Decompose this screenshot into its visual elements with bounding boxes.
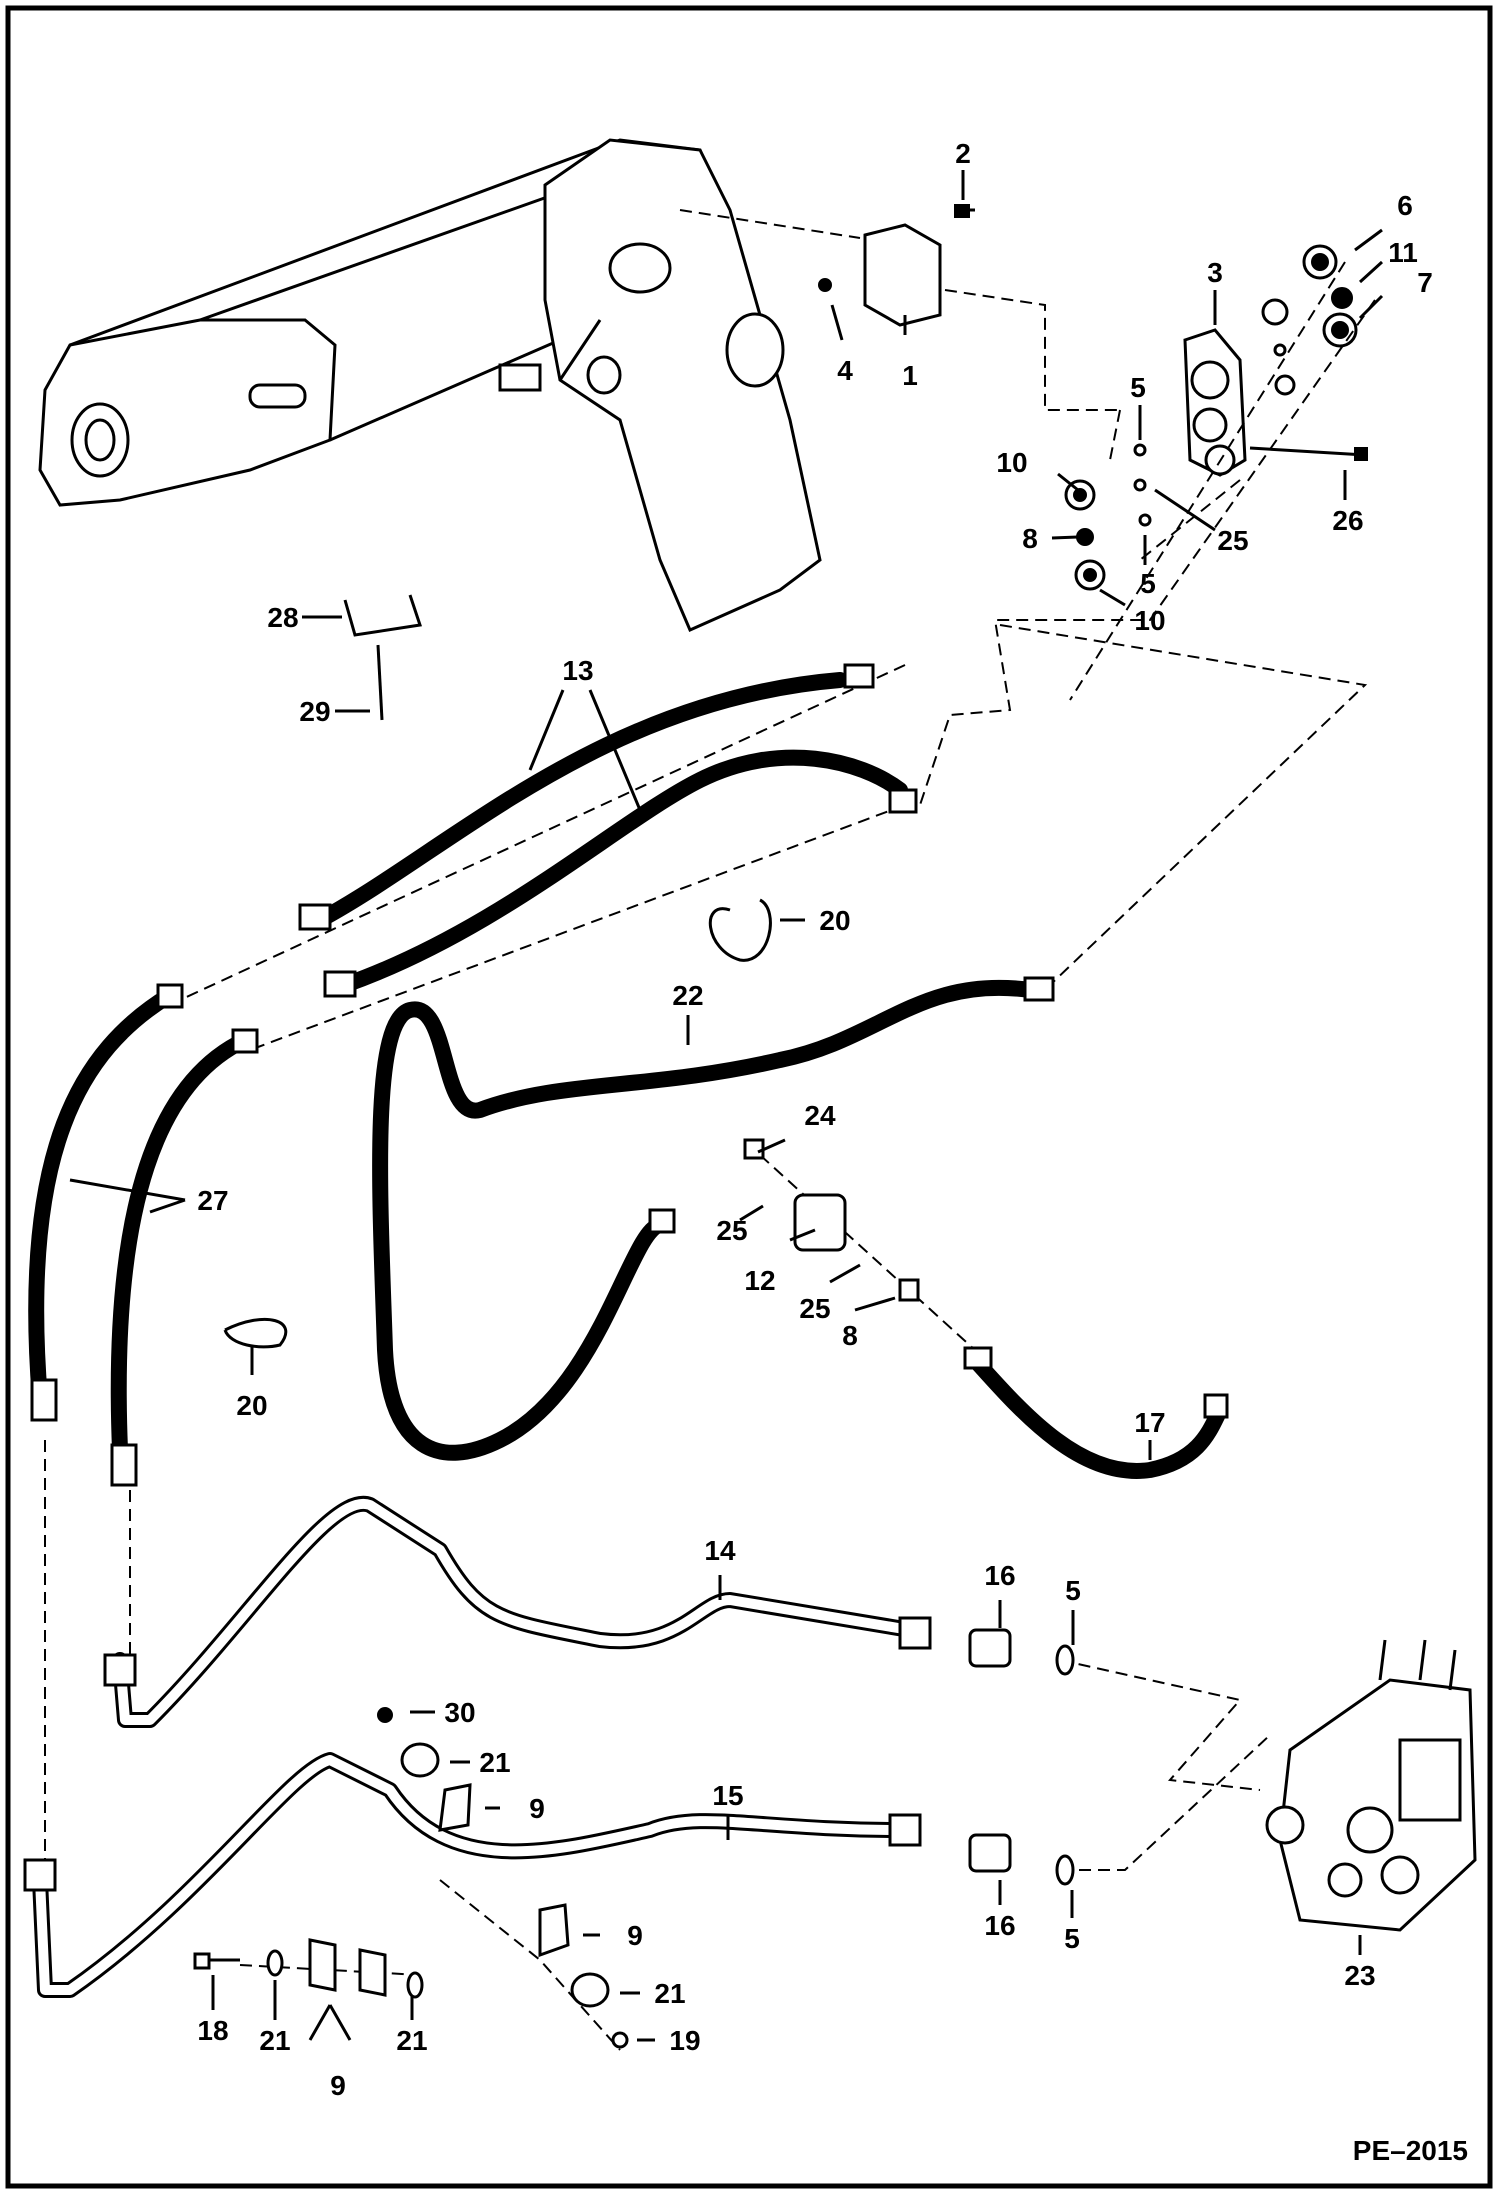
clamps xyxy=(223,594,772,1349)
callout-5-c: 5 xyxy=(1065,1575,1081,1606)
callout-22: 22 xyxy=(672,980,703,1011)
control-valve xyxy=(1265,1639,1477,1932)
callout-27: 27 xyxy=(197,1185,228,1216)
callout-4: 4 xyxy=(837,355,853,386)
callout-8: 8 xyxy=(1022,523,1038,554)
inline-filter-group xyxy=(743,1138,1229,1479)
callout-16: 16 xyxy=(984,1560,1015,1591)
callout-20-b: 20 xyxy=(236,1390,267,1421)
callout-13: 13 xyxy=(562,655,593,686)
callout-3: 3 xyxy=(1207,257,1223,288)
callout-21: 21 xyxy=(479,1747,510,1778)
callout-21-b: 21 xyxy=(654,1978,685,2009)
callout-25-b: 25 xyxy=(716,1215,747,1246)
tube-14 xyxy=(103,1495,1075,1728)
callout-7: 7 xyxy=(1417,267,1433,298)
callout-21-d: 21 xyxy=(396,2025,427,2056)
callout-20: 20 xyxy=(819,905,850,936)
callout-5-d: 5 xyxy=(1064,1923,1080,1954)
callout-19: 19 xyxy=(669,2025,700,2056)
callout-28: 28 xyxy=(267,602,298,633)
callout-25: 25 xyxy=(1217,525,1248,556)
callout-9-c: 9 xyxy=(330,2070,346,2101)
figure-id: PE–2015 xyxy=(1353,2135,1468,2166)
callout-21-c: 21 xyxy=(259,2025,290,2056)
callout-6: 6 xyxy=(1397,190,1413,221)
hose-27-pair xyxy=(28,983,259,1487)
callout-14: 14 xyxy=(704,1535,736,1566)
border xyxy=(5,5,1493,2189)
callout-15: 15 xyxy=(712,1780,743,1811)
hose-22 xyxy=(372,976,1055,1461)
callout-10-b: 10 xyxy=(1134,605,1165,636)
callout-18: 18 xyxy=(197,2015,228,2046)
callout-2: 2 xyxy=(955,138,971,169)
callout-16-b: 16 xyxy=(984,1910,1015,1941)
callout-labels: 2 6 3 11 7 4 1 5 10 26 8 25 5 10 28 13 2… xyxy=(197,138,1432,2101)
tube-15 xyxy=(23,1752,1075,1998)
callout-5: 5 xyxy=(1130,372,1146,403)
mount-bracket xyxy=(818,204,975,327)
callout-29: 29 xyxy=(299,696,330,727)
callout-25-c: 25 xyxy=(799,1293,830,1324)
callout-23: 23 xyxy=(1344,1960,1375,1991)
callout-leaders xyxy=(69,170,1384,2042)
callout-24: 24 xyxy=(804,1100,836,1131)
callout-12: 12 xyxy=(744,1265,775,1296)
clamp-hardware xyxy=(193,1707,629,2049)
callout-8-b: 8 xyxy=(842,1320,858,1351)
callout-5-b: 5 xyxy=(1140,568,1156,599)
callout-17: 17 xyxy=(1134,1407,1165,1438)
callout-1: 1 xyxy=(902,360,918,391)
callout-10: 10 xyxy=(996,447,1027,478)
diverter-valve xyxy=(1183,328,1247,477)
callout-9-b: 9 xyxy=(627,1920,643,1951)
callout-9: 9 xyxy=(529,1793,545,1824)
hose-13-pair xyxy=(298,663,918,998)
callout-26: 26 xyxy=(1332,505,1363,536)
callout-30: 30 xyxy=(444,1697,475,1728)
lift-arm xyxy=(38,138,822,632)
callout-11: 11 xyxy=(1388,237,1418,268)
